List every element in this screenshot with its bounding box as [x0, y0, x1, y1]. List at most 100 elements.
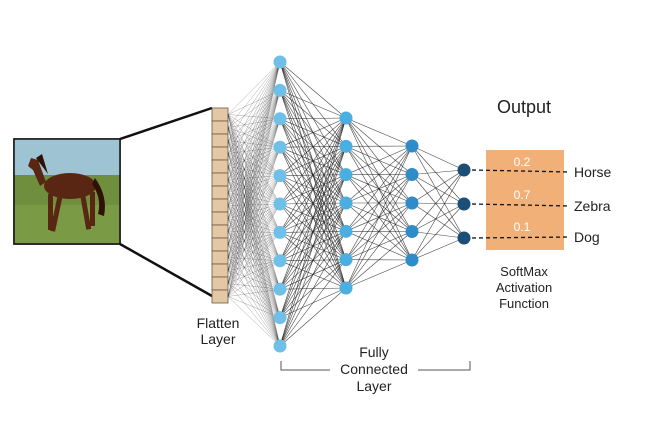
neuron-node-layer-2 [339, 111, 353, 125]
edge [227, 90, 281, 115]
flatten-cell [211, 237, 229, 252]
output-label-horse: Horse [574, 164, 612, 180]
edge [227, 61, 281, 180]
edge [227, 90, 281, 206]
edge [227, 90, 281, 245]
flatten-cell [211, 159, 229, 174]
softmax-box [486, 150, 564, 250]
flatten-cell [211, 250, 229, 265]
edge [227, 147, 281, 193]
edge [227, 231, 281, 233]
softmax-probabilities: 0.20.70.1 [514, 155, 531, 234]
edge [227, 175, 281, 245]
neuron-node-layer-2 [339, 196, 353, 210]
flatten-cell [211, 172, 229, 187]
edge [227, 175, 281, 206]
edge [227, 90, 281, 284]
edge [227, 218, 281, 347]
softmax-label-line2: Activation [496, 280, 552, 295]
edge [227, 147, 281, 167]
neuron-node-layer-1 [273, 311, 287, 325]
edge [227, 203, 281, 232]
edge [345, 145, 413, 204]
edge [227, 175, 281, 258]
edge [227, 203, 281, 271]
edge [227, 90, 281, 297]
flatten-cell [211, 276, 229, 291]
neuron-node-layer-1 [273, 254, 287, 268]
edge [279, 117, 347, 148]
edge [279, 117, 347, 290]
neuron-node-layer-3 [405, 139, 419, 153]
neuron-node-layer-2 [339, 224, 353, 238]
edge [227, 231, 281, 347]
edge [227, 283, 281, 347]
edge [227, 270, 281, 347]
edge [227, 61, 281, 154]
edge [227, 270, 281, 290]
edge [227, 147, 281, 297]
neuron-node-layer-1 [273, 282, 287, 296]
horse-icon [28, 154, 105, 232]
edge [227, 90, 281, 271]
flatten-cell [211, 198, 229, 213]
edge [227, 232, 281, 284]
flatten-cell [211, 107, 229, 122]
edge [227, 203, 281, 206]
output-label-zebra: Zebra [574, 198, 611, 214]
input-image [13, 138, 121, 245]
edge [227, 175, 281, 271]
edge [279, 117, 347, 233]
edge [227, 289, 281, 297]
neuron-node-layer-1 [273, 112, 287, 126]
softmax-label-line1: SoftMax [500, 264, 548, 279]
edge [411, 202, 465, 205]
neuron-node-layer-2 [339, 168, 353, 182]
edge [411, 145, 465, 239]
probability-dog: 0.1 [514, 220, 531, 234]
edge [279, 231, 347, 347]
edge [227, 61, 281, 232]
neuron-node-layer-3 [405, 168, 419, 181]
edge [345, 145, 413, 232]
edge [227, 118, 281, 232]
edge [227, 192, 281, 233]
neuron-node-layer-4 [457, 197, 471, 211]
output-title: Output [497, 97, 551, 117]
edge [227, 179, 281, 347]
edge [227, 166, 281, 347]
edge [227, 218, 281, 233]
edge [411, 237, 465, 261]
probability-zebra: 0.7 [514, 188, 531, 202]
network-nodes [273, 55, 471, 353]
edge [227, 61, 281, 297]
flatten-cell [211, 211, 229, 226]
projection-line-top [119, 106, 213, 141]
edge [227, 175, 281, 297]
edge [227, 175, 281, 219]
edge [227, 61, 281, 284]
edge [227, 118, 281, 284]
edge [227, 147, 281, 206]
neuron-node-layer-2 [339, 139, 353, 153]
edge [345, 145, 413, 175]
edge [227, 61, 281, 219]
edge [227, 283, 281, 318]
flatten-cell [211, 224, 229, 239]
edge [227, 203, 281, 258]
edge [227, 61, 281, 258]
edge [279, 90, 347, 119]
output-dash-horse [471, 169, 571, 173]
output-dashes [471, 169, 571, 239]
flatten-cell [211, 146, 229, 161]
edge [227, 90, 281, 219]
output-dash-zebra [471, 203, 571, 207]
edge [279, 259, 347, 347]
edge [227, 218, 281, 290]
edge [227, 205, 281, 347]
neuron-node-layer-3 [405, 196, 419, 210]
edge [279, 61, 347, 119]
edge [227, 203, 281, 245]
fc-label-line1: Fully [359, 344, 389, 360]
edge [227, 244, 281, 347]
